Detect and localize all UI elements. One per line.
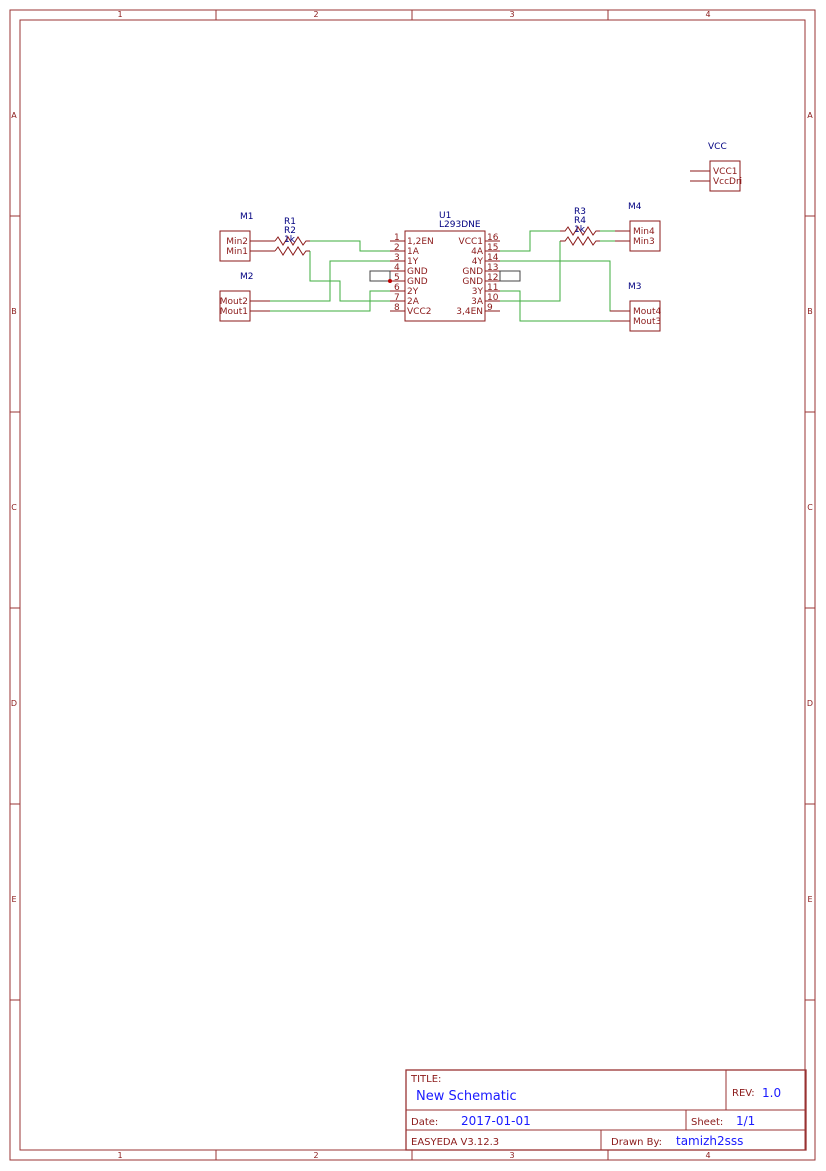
gnd-bridge-left bbox=[369, 270, 391, 282]
r2-value: 1k bbox=[284, 235, 296, 245]
row-label: C bbox=[11, 503, 17, 512]
connector-pin-name: Mout2 bbox=[220, 297, 248, 307]
connector-pin-name: Min1 bbox=[226, 247, 248, 257]
pin-name: 3,4EN bbox=[456, 307, 483, 317]
column-label: 4 bbox=[705, 1151, 710, 1160]
resistor-r2[interactable] bbox=[265, 246, 310, 256]
resistor-r4[interactable] bbox=[560, 236, 600, 246]
row-label: B bbox=[11, 307, 17, 316]
column-label: 1 bbox=[117, 10, 122, 19]
pin-number: 12 bbox=[487, 273, 498, 283]
pin-name: VCC2 bbox=[407, 307, 431, 317]
pin-number: 14 bbox=[487, 253, 499, 263]
pin-number: 5 bbox=[394, 273, 400, 283]
column-label: 2 bbox=[313, 1151, 318, 1160]
connector-ref: VCC bbox=[708, 142, 727, 152]
pin-name: GND bbox=[407, 267, 428, 277]
pin-number: 6 bbox=[394, 283, 400, 293]
pin-number: 7 bbox=[394, 293, 400, 303]
pin-number: 10 bbox=[487, 293, 499, 303]
date-value: 2017-01-01 bbox=[461, 1114, 531, 1128]
pin-name: 4Y bbox=[472, 257, 484, 267]
tool-version: EASYEDA V3.12.3 bbox=[411, 1137, 499, 1148]
connector-pin-name: Mout4 bbox=[633, 307, 662, 317]
u1-part: L293DNE bbox=[439, 220, 481, 230]
row-label: C bbox=[807, 503, 813, 512]
pin-name: 1,2EN bbox=[407, 237, 434, 247]
title-block: TITLE: New Schematic REV: 1.0 Date: 2017… bbox=[405, 1069, 807, 1151]
row-label: D bbox=[807, 699, 813, 708]
junction-dot bbox=[388, 279, 392, 283]
connector-pin-name: VCC1 bbox=[713, 167, 737, 177]
drawn-by-value: tamizh2sss bbox=[676, 1134, 743, 1148]
pin-name: GND bbox=[462, 267, 483, 277]
r1-ref: R1 bbox=[284, 217, 296, 227]
connector-ref: M4 bbox=[628, 202, 642, 212]
connector-pin-name: VccDri bbox=[713, 177, 742, 187]
title-label: TITLE: bbox=[410, 1074, 441, 1085]
column-label: 1 bbox=[117, 1151, 122, 1160]
drawn-by-label: Drawn By: bbox=[611, 1137, 662, 1148]
pin-number: 3 bbox=[394, 253, 400, 263]
pin-number: 4 bbox=[394, 263, 400, 273]
pin-number: 9 bbox=[487, 303, 493, 313]
pin-name: GND bbox=[407, 277, 428, 287]
column-label: 3 bbox=[509, 1151, 514, 1160]
sheet-value: 1/1 bbox=[736, 1114, 755, 1128]
pin-name: 3Y bbox=[472, 287, 484, 297]
row-label: E bbox=[11, 895, 16, 904]
pin-number: 1 bbox=[394, 233, 400, 243]
date-label: Date: bbox=[411, 1117, 438, 1128]
connector-ref: M2 bbox=[240, 272, 254, 282]
connector-pin-name: Min2 bbox=[226, 237, 248, 247]
pin-name: 4A bbox=[471, 247, 484, 257]
column-label: 2 bbox=[313, 10, 318, 19]
pin-number: 2 bbox=[394, 243, 400, 253]
pin-name: VCC1 bbox=[459, 237, 483, 247]
sheet-label: Sheet: bbox=[691, 1117, 723, 1128]
r3-ref: R3 bbox=[574, 207, 586, 217]
rev-value: 1.0 bbox=[762, 1086, 781, 1100]
row-label: A bbox=[807, 111, 813, 120]
pin-number: 13 bbox=[487, 263, 498, 273]
r4-ref: R4 bbox=[574, 216, 586, 226]
connector-pin-name: Min4 bbox=[633, 227, 655, 237]
resistor-r1[interactable] bbox=[265, 236, 310, 246]
r4-value: 1k bbox=[574, 225, 586, 235]
pin-name: 2A bbox=[407, 297, 420, 307]
pin-number: 15 bbox=[487, 243, 498, 253]
rev-label: REV: bbox=[732, 1088, 755, 1099]
row-label: B bbox=[807, 307, 813, 316]
pin-name: 1A bbox=[407, 247, 420, 257]
pin-number: 8 bbox=[394, 303, 400, 313]
pin-name: 1Y bbox=[407, 257, 419, 267]
connector-ref: M1 bbox=[240, 212, 254, 222]
connector-pin-name: Mout1 bbox=[220, 307, 248, 317]
pin-number: 11 bbox=[487, 283, 498, 293]
column-label: 4 bbox=[705, 10, 710, 19]
connector-pin-name: Mout3 bbox=[633, 317, 661, 327]
resistor-r3[interactable] bbox=[560, 226, 600, 236]
connector-pin-name: Min3 bbox=[633, 237, 655, 247]
connector-ref: M3 bbox=[628, 282, 642, 292]
row-label: A bbox=[11, 111, 17, 120]
pin-name: GND bbox=[462, 277, 483, 287]
column-label: 3 bbox=[509, 10, 514, 19]
row-label: E bbox=[807, 895, 812, 904]
title-value: New Schematic bbox=[416, 1089, 517, 1104]
pin-name: 2Y bbox=[407, 287, 419, 297]
row-label: D bbox=[11, 699, 17, 708]
pin-number: 16 bbox=[487, 233, 499, 243]
pin-name: 3A bbox=[471, 297, 484, 307]
u1-ref: U1 bbox=[439, 211, 451, 221]
r2-ref: R2 bbox=[284, 226, 296, 236]
gnd-bridge-right bbox=[499, 270, 521, 282]
